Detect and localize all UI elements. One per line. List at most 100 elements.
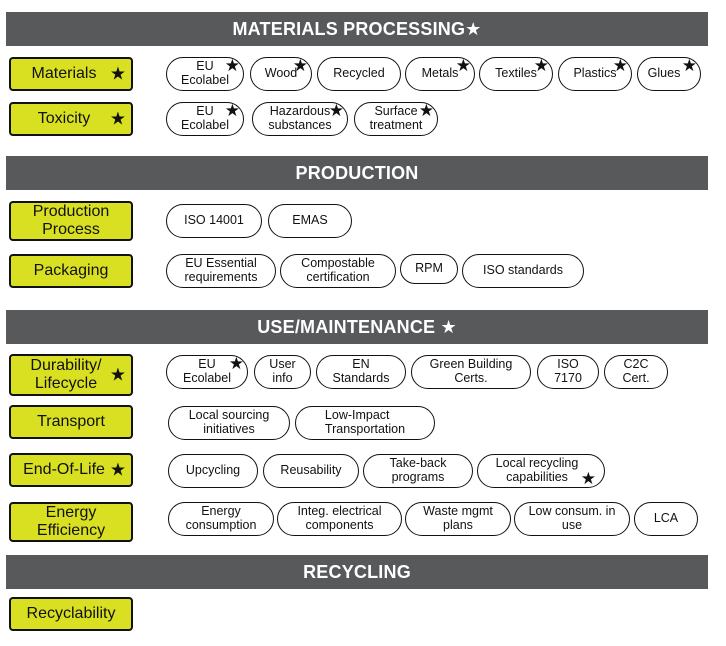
pill-toxicity-hazardous-substances: Hazardous substances★ bbox=[252, 102, 348, 136]
pill-materials-recycled: Recycled bbox=[317, 57, 401, 91]
category-label: Toxicity bbox=[37, 109, 91, 127]
section-recycling: RECYCLING bbox=[6, 555, 708, 589]
star-icon: ★ bbox=[224, 101, 240, 120]
pill-iso-14001: ISO 14001 bbox=[166, 204, 262, 238]
pill-iso-standards: ISO standards bbox=[462, 254, 584, 288]
category-production-process: Production Process bbox=[9, 201, 133, 241]
star-icon: ★ bbox=[612, 56, 628, 75]
section-title: MATERIALS PROCESSING bbox=[232, 18, 466, 39]
pill-label: Low consum. in use bbox=[528, 504, 616, 532]
pill-label: Upcycling bbox=[185, 463, 241, 478]
pill-toxicity-eu-ecolabel: EU Ecolabel★ bbox=[166, 102, 244, 136]
pill-durability-eu-ecolabel: EU Ecolabel★ bbox=[166, 355, 248, 389]
category-packaging: Packaging bbox=[9, 254, 133, 288]
pill-reusability: Reusability bbox=[263, 454, 359, 488]
pill-label: Low-Impact Transportation bbox=[324, 408, 406, 436]
pill-label: Green Building Certs. bbox=[429, 357, 513, 385]
category-transport: Transport bbox=[9, 405, 133, 439]
star-icon: ★ bbox=[292, 56, 308, 75]
category-label: Production Process bbox=[32, 202, 110, 238]
section-title: USE/MAINTENANCE bbox=[257, 316, 436, 337]
category-label: Recyclability bbox=[26, 604, 116, 622]
pill-label: EMAS bbox=[292, 213, 328, 228]
pill-label: Energy consumption bbox=[185, 504, 257, 532]
pill-low-impact-transportation: Low-Impact Transportation bbox=[295, 406, 435, 440]
pill-label: LCA bbox=[653, 511, 679, 526]
category-recyclability: Recyclability bbox=[9, 597, 133, 631]
pill-label: Reusability bbox=[280, 463, 342, 478]
pill-label: Glues bbox=[647, 66, 681, 81]
pill-label: User info bbox=[269, 357, 296, 385]
pill-materials-metals: Metals★ bbox=[405, 57, 475, 91]
pill-materials-glues: Glues★ bbox=[637, 57, 701, 91]
pill-en-standards: EN Standards bbox=[316, 355, 406, 389]
pill-label: ISO standards bbox=[483, 263, 563, 278]
category-label: End-Of-Life bbox=[23, 460, 105, 478]
pill-upcycling: Upcycling bbox=[168, 454, 258, 488]
star-icon: ★ bbox=[109, 459, 126, 480]
pill-label: EN Standards bbox=[332, 357, 390, 385]
pill-take-back-programs: Take-back programs bbox=[363, 454, 473, 488]
category-materials: Materials ★ bbox=[9, 57, 133, 91]
category-label: Durability/ Lifecycle bbox=[30, 356, 102, 392]
pill-eu-essential-requirements: EU Essential requirements bbox=[166, 254, 276, 288]
category-durability-lifecycle: Durability/ Lifecycle ★ bbox=[9, 354, 133, 396]
star-icon: ★ bbox=[533, 56, 549, 75]
star-icon: ★ bbox=[109, 108, 126, 129]
category-label: Packaging bbox=[33, 261, 109, 279]
star-icon: ★ bbox=[465, 18, 482, 39]
pill-toxicity-surface-treatment: Surface treatment★ bbox=[354, 102, 438, 136]
pill-materials-plastics: Plastics★ bbox=[558, 57, 632, 91]
pill-green-building-certs: Green Building Certs. bbox=[411, 355, 531, 389]
pill-label: Textiles bbox=[495, 66, 537, 81]
star-icon: ★ bbox=[418, 101, 434, 120]
pill-compostable-certification: Compostable certification bbox=[280, 254, 396, 288]
pill-label: Local sourcing initiatives bbox=[188, 408, 270, 436]
section-production: PRODUCTION bbox=[6, 156, 708, 190]
pill-label: Surface treatment bbox=[369, 104, 423, 132]
star-icon: ★ bbox=[440, 316, 457, 337]
pill-label: RPM bbox=[415, 261, 443, 276]
star-icon: ★ bbox=[580, 469, 596, 488]
pill-label: Recycled bbox=[333, 66, 385, 81]
pill-label: Take-back programs bbox=[389, 456, 447, 484]
star-icon: ★ bbox=[681, 56, 697, 75]
pill-c2c-cert: C2C Cert. bbox=[604, 355, 668, 389]
pill-user-info: User info bbox=[254, 355, 311, 389]
pill-energy-consumption: Energy consumption bbox=[168, 502, 274, 536]
pill-iso-7170: ISO 7170 bbox=[537, 355, 599, 389]
section-title: RECYCLING bbox=[303, 561, 411, 582]
pill-emas: EMAS bbox=[268, 204, 352, 238]
pill-local-sourcing-initiatives: Local sourcing initiatives bbox=[168, 406, 290, 440]
pill-label: Integ. electrical components bbox=[297, 504, 382, 532]
pill-label: EU Ecolabel bbox=[183, 357, 231, 385]
star-icon: ★ bbox=[228, 354, 244, 373]
category-end-of-life: End-Of-Life ★ bbox=[9, 453, 133, 487]
pill-materials-eu-ecolabel: EU Ecolabel★ bbox=[166, 57, 244, 91]
category-toxicity: Toxicity ★ bbox=[9, 102, 133, 136]
pill-label: Metals bbox=[421, 66, 459, 81]
pill-label: ISO 7170 bbox=[554, 357, 582, 385]
pill-label: Plastics bbox=[573, 66, 617, 81]
pill-label: Waste mgmt plans bbox=[423, 504, 493, 532]
category-label: Materials bbox=[31, 64, 97, 82]
section-materials-processing: MATERIALS PROCESSING★ bbox=[6, 12, 708, 46]
pill-label: EU Essential requirements bbox=[184, 256, 258, 284]
pill-rpm: RPM bbox=[400, 254, 458, 284]
pill-label: Compostable certification bbox=[301, 256, 375, 284]
section-use-maintenance: USE/MAINTENANCE ★ bbox=[6, 310, 708, 344]
star-icon: ★ bbox=[224, 56, 240, 75]
pill-lca: LCA bbox=[634, 502, 698, 536]
section-title: PRODUCTION bbox=[295, 162, 419, 183]
star-icon: ★ bbox=[109, 364, 126, 385]
star-icon: ★ bbox=[455, 56, 471, 75]
pill-integ-electrical-components: Integ. electrical components bbox=[277, 502, 402, 536]
pill-materials-textiles: Textiles★ bbox=[479, 57, 553, 91]
category-label: Energy Efficiency bbox=[36, 503, 106, 539]
pill-waste-mgmt-plans: Waste mgmt plans bbox=[405, 502, 511, 536]
pill-label: EU Ecolabel bbox=[181, 59, 229, 87]
pill-materials-wood: Wood★ bbox=[250, 57, 312, 91]
star-icon: ★ bbox=[328, 101, 344, 120]
pill-low-consum-in-use: Low consum. in use bbox=[514, 502, 630, 536]
category-energy-efficiency: Energy Efficiency bbox=[9, 502, 133, 542]
